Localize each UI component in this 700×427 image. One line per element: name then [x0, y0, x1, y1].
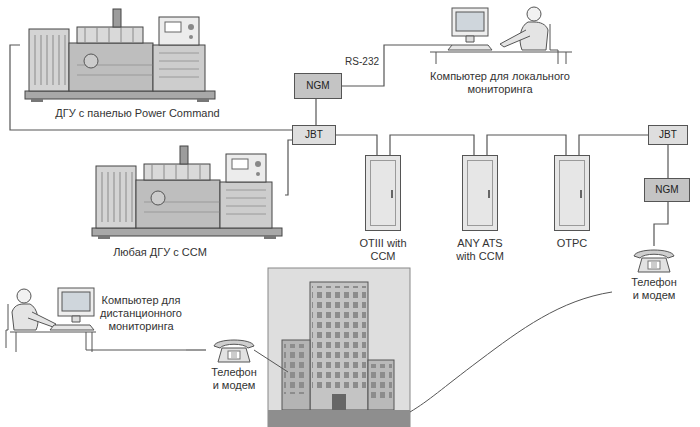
text-group: Телефон и модем	[208, 366, 260, 392]
node-label: Компьютер для дистанционного мониторинга	[96, 294, 186, 333]
computer-picture	[420, 45, 452, 46]
computer-picture	[6, 288, 186, 352]
cabinet-shape	[554, 155, 590, 231]
building-picture	[368, 360, 394, 410]
computer-picture	[430, 52, 572, 64]
computer-picture	[448, 45, 492, 50]
node-label: ДГУ с панелью Power Command	[50, 107, 225, 120]
node-label: NGM	[306, 80, 329, 92]
building-picture	[268, 410, 410, 427]
computer-picture	[50, 325, 94, 330]
text-group: NGM	[306, 80, 329, 92]
connector	[390, 135, 474, 155]
computer-picture	[527, 7, 541, 21]
computer-picture	[72, 316, 80, 322]
jbt-box: JBT	[292, 125, 336, 145]
text-group: JBT	[659, 129, 677, 141]
computer-picture	[420, 7, 572, 64]
text-group: Телефон и модем	[628, 276, 680, 302]
phone-line	[254, 292, 612, 412]
connector	[667, 145, 668, 178]
building-picture	[282, 340, 310, 410]
text-group: Компьютер для дистанционного мониторинга	[96, 294, 186, 333]
connector	[654, 202, 668, 246]
switch-cabinet: OTPC	[541, 155, 603, 263]
phone-picture	[214, 340, 254, 362]
node-label: ANY ATS with CCM	[449, 237, 511, 263]
phone-modem: Телефон и модем	[206, 336, 262, 398]
switch-cabinet: ANY ATS with CCM	[449, 155, 511, 265]
node-label: JBT	[305, 129, 323, 141]
building-picture	[284, 344, 308, 394]
switch-cabinet: OTIII with CCM	[352, 155, 414, 265]
text-group: Компьютер для локального мониторинга	[420, 70, 580, 96]
computer-picture	[550, 24, 558, 64]
node-label: Компьютер для локального мониторинга	[420, 70, 580, 96]
connector	[10, 45, 292, 130]
node-label: OTIII with CCM	[352, 237, 414, 263]
phone-line	[254, 350, 288, 372]
computer-picture	[62, 292, 90, 311]
node-label: Любая ДГУ с CCM	[90, 246, 230, 259]
building-picture	[312, 286, 366, 390]
computer-picture	[17, 289, 31, 303]
ngm-module: NGM	[644, 178, 690, 202]
phone-line	[410, 292, 612, 412]
text-group: OTIII with CCM	[352, 237, 414, 263]
connector	[186, 349, 206, 350]
generator-unit: Любая ДГУ с CCM	[90, 140, 285, 262]
phone-modem: Телефон и модем	[612, 246, 696, 318]
computer-picture	[500, 30, 530, 47]
ngm-module: NGM	[294, 73, 342, 99]
text-group: JBT	[305, 129, 323, 141]
text-group: ANY ATS with CCM	[449, 237, 511, 263]
connector	[579, 135, 648, 155]
building-picture	[332, 394, 346, 410]
cabinet-shape	[462, 155, 498, 231]
generator-picture	[92, 146, 282, 239]
connector-group	[10, 45, 668, 350]
monitoring-computer: Компьютер для дистанционного мониторинга	[6, 280, 186, 360]
computer-picture	[86, 332, 186, 350]
text-group: OTPC	[541, 237, 603, 250]
connector	[285, 140, 292, 195]
computer-picture	[466, 36, 474, 42]
computer-picture	[10, 332, 96, 352]
generator-unit: ДГУ с панелью Power Command	[20, 3, 225, 123]
node-label: Телефон и модем	[628, 276, 680, 302]
computer-picture	[6, 304, 8, 348]
connector	[487, 135, 566, 155]
node-label: Телефон и модем	[208, 366, 260, 392]
connector	[336, 135, 377, 155]
node-label: OTPC	[541, 237, 603, 250]
generator-picture	[25, 9, 215, 102]
building-picture	[268, 268, 410, 427]
connector	[342, 45, 420, 86]
node-label: NGM	[655, 184, 678, 196]
jbt-box: JBT	[648, 125, 688, 145]
text-group: ДГУ с панелью Power Command	[50, 107, 225, 120]
computer-picture	[28, 312, 56, 327]
computer-picture	[456, 12, 484, 31]
monitoring-computer: Компьютер для локального мониторинга	[420, 2, 580, 98]
cabinet-shape	[365, 155, 401, 231]
signal-label: RS-232	[344, 56, 380, 68]
building-picture	[370, 364, 392, 398]
computer-picture	[58, 288, 94, 316]
computer-picture	[452, 8, 488, 36]
building-picture	[268, 268, 410, 427]
connector	[315, 99, 316, 125]
text-group: NGM	[655, 184, 678, 196]
phone-picture	[634, 250, 674, 272]
text-group: Любая ДГУ с CCM	[90, 246, 230, 259]
building-picture	[310, 282, 368, 410]
node-label: JBT	[659, 129, 677, 141]
